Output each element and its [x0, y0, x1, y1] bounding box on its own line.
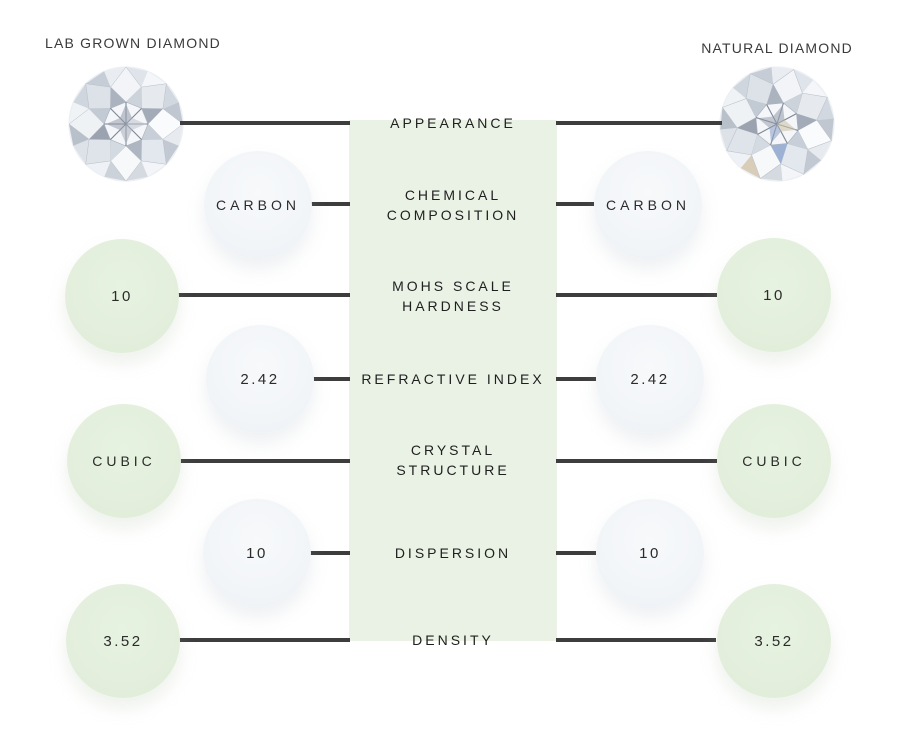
connector-line-appearance-left	[180, 121, 350, 125]
connector-line-density-left	[177, 638, 350, 642]
connector-line-chemical-left	[310, 202, 350, 206]
diamond-icon	[719, 66, 835, 182]
connector-line-dispersion-left	[309, 551, 350, 555]
natural-diamond-image	[717, 64, 837, 184]
connector-line-refractive-right	[556, 377, 596, 381]
natural-diamond-title: NATURAL DIAMOND	[701, 40, 853, 56]
diamond-icon	[68, 66, 184, 182]
value-circle-mohs-left: 10	[65, 239, 179, 353]
value-circle-density-left: 3.52	[66, 584, 180, 698]
value-circle-dispersion-right: 10	[596, 499, 704, 607]
lab-grown-diamond-image	[66, 64, 186, 184]
value-circle-crystal-right: CUBIC	[717, 404, 831, 518]
center-property-band	[349, 120, 557, 641]
connector-line-mohs-right	[556, 293, 717, 297]
connector-line-dispersion-right	[556, 551, 596, 555]
connector-line-crystal-left	[180, 459, 350, 463]
connector-line-refractive-left	[312, 377, 350, 381]
connector-line-appearance-right	[556, 121, 722, 125]
value-circle-mohs-right: 10	[717, 238, 831, 352]
value-circle-chemical-right: CARBON	[594, 151, 702, 259]
row-label-mohs-scale-hardness: MOHS SCALE HARDNESS	[392, 278, 514, 314]
value-circle-dispersion-left: 10	[203, 499, 311, 607]
row-label-dispersion: DISPERSION	[394, 545, 512, 561]
row-label-chemical-composition: CHEMICAL COMPOSITION	[386, 187, 520, 223]
value-circle-refractive-right: 2.42	[596, 325, 704, 433]
row-label-refractive-index: REFRACTIVE INDEX	[361, 371, 545, 387]
row-label-appearance: APPEARANCE	[390, 115, 516, 131]
row-label-density: DENSITY	[412, 632, 494, 648]
lab-grown-diamond-title: LAB GROWN DIAMOND	[45, 35, 221, 51]
value-circle-crystal-left: CUBIC	[67, 404, 181, 518]
value-circle-refractive-left: 2.42	[206, 325, 314, 433]
connector-line-density-right	[556, 638, 716, 642]
value-circle-density-right: 3.52	[717, 584, 831, 698]
connector-line-chemical-right	[556, 202, 594, 206]
row-label-crystal-structure: CRYSTAL STRUCTURE	[396, 442, 510, 478]
connector-line-mohs-left	[177, 293, 350, 297]
value-circle-chemical-left: CARBON	[204, 151, 312, 259]
connector-line-crystal-right	[556, 459, 717, 463]
